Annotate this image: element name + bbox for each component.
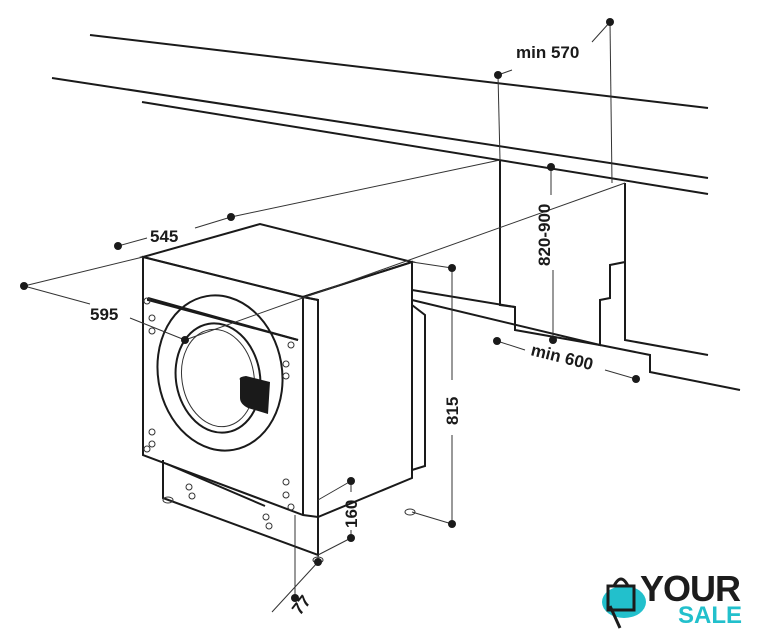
dimension-820-900-label: 820-900 — [535, 204, 554, 266]
dimension-815-label: 815 — [443, 397, 462, 425]
dimension-min-570-label: min 570 — [516, 43, 579, 62]
dimension-dots — [20, 18, 640, 602]
dimension-lines — [23, 21, 637, 613]
shopping-bag-hand-icon — [602, 577, 646, 629]
washing-machine — [139, 222, 426, 564]
worktop-lines — [51, 34, 741, 391]
dimension-160-label: 160 — [342, 500, 361, 528]
logo-word-your: YOUR — [640, 568, 741, 609]
dimension-595-label: 595 — [90, 305, 118, 324]
door-handle-icon — [239, 376, 270, 414]
your-sale-logo: YOUR SALE — [598, 568, 758, 634]
dimension-min-600-label: min 600 — [529, 340, 595, 374]
logo-word-sale: SALE — [678, 602, 743, 629]
dimension-width-label: 545 — [150, 227, 178, 246]
